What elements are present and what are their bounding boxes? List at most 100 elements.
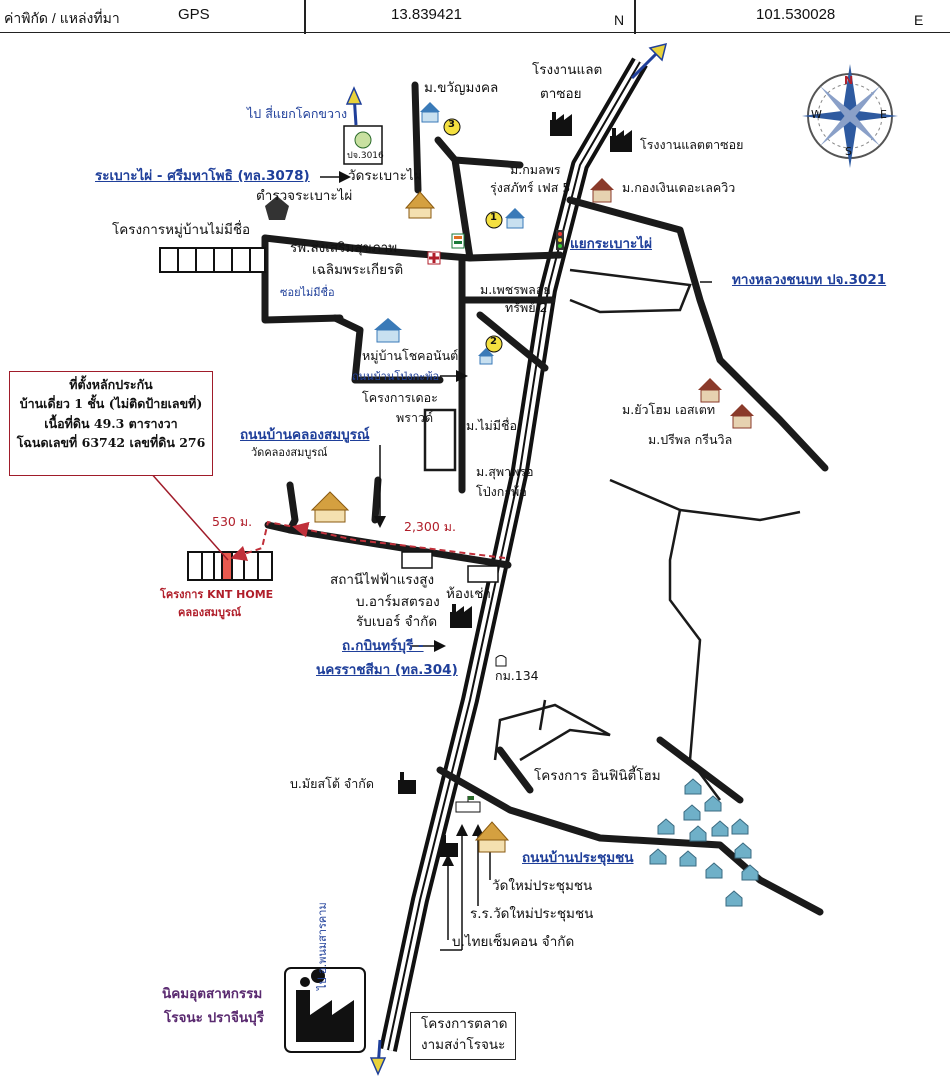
house-icon bbox=[657, 818, 675, 835]
info-title: ที่ตั้งหลักประกัน bbox=[69, 377, 153, 392]
latitude-suffix: N bbox=[614, 12, 625, 28]
label-market-1: โครงการตลาด bbox=[421, 1016, 508, 1032]
route-dashed bbox=[230, 520, 506, 562]
label-rd-pongkapo: ถนนบ้านโป่งกะพ้อ bbox=[352, 370, 440, 383]
highway-north-arrow bbox=[630, 42, 668, 80]
info-line-3: โฉนดเลขที่ 63742 เลขที่ดิน 276 bbox=[16, 435, 206, 451]
label-preepon: ม.ปรีพล กรีนวิล bbox=[648, 432, 733, 447]
label-yuahom: ม.ยัวโฮม เอสเตท bbox=[622, 402, 716, 417]
route-3016-emblem-icon bbox=[354, 131, 372, 149]
factory-icon bbox=[450, 604, 472, 628]
compass-w: W bbox=[811, 108, 822, 121]
hospital-cross-icon bbox=[427, 251, 441, 265]
label-thaicem: บ.ไทยเซ็มคอน จำกัด bbox=[452, 934, 575, 950]
temple-icon bbox=[404, 191, 436, 219]
label-junction: แยกระเบาะไผ่ bbox=[570, 236, 653, 252]
label-rd-prachumchon: ถนนบ้านประชุมชน bbox=[522, 850, 634, 866]
label-mai-mi-chue: ม.ไม่มีชื่อ bbox=[466, 418, 517, 433]
label-rd-klongsomboon: ถนนบ้านคลองสมบูรณ์ bbox=[240, 427, 370, 443]
label-road-3078: ระเบาะไผ่ - ศรีมหาโพธิ (ทล.3078) bbox=[95, 168, 310, 184]
house-icon bbox=[734, 842, 752, 859]
market-box: โครงการตลาด งามสง่าโรจนะ bbox=[410, 1012, 516, 1060]
label-dist-530: 530 ม. bbox=[212, 514, 253, 529]
label-knt-home-1: โครงการ KNT HOME bbox=[160, 588, 274, 601]
label-hospital-1: รพ.ส่งเสริมสุขภาพ bbox=[290, 240, 398, 256]
compass-rose bbox=[802, 64, 898, 168]
factory-icon bbox=[398, 772, 416, 794]
label-hw304-2: นครราชสีมา (ทล.304) bbox=[316, 662, 458, 678]
label-rubber-1: บ.อาร์มสตรอง bbox=[356, 594, 440, 610]
label-kamonporn-2: รุ่งสภัทร์ เฟส 5 bbox=[490, 180, 571, 195]
marker-2: 2 bbox=[490, 336, 497, 347]
label-petchpoi-1: ม.เพชรพลอย bbox=[480, 282, 551, 297]
longitude-suffix: E bbox=[914, 12, 924, 28]
house-icon bbox=[679, 850, 697, 867]
label-substation: สถานีไฟฟ้าแรงสูง bbox=[330, 572, 435, 588]
house-icon bbox=[374, 318, 402, 343]
house-icon bbox=[741, 864, 759, 881]
latitude-value: 13.839421 bbox=[391, 6, 462, 23]
house-icon bbox=[684, 778, 702, 795]
house-icon bbox=[689, 825, 707, 842]
label-route-3016: ปจ.3016 bbox=[347, 151, 384, 161]
label-rental: ห้องเช่า bbox=[446, 586, 491, 602]
label-soi-unnamed: ซอยไม่มีชื่อ bbox=[280, 286, 335, 299]
label-kong-ngern: ม.กองเงินเดอะเลควิว bbox=[622, 180, 736, 195]
label-chokanan: หมู่บ้านโชคอนันต์ bbox=[362, 348, 459, 363]
thin-roads bbox=[423, 268, 801, 801]
info-line-1: บ้านเดี่ยว 1 ชั้น (ไม่ติดป้ายเลขที่) bbox=[19, 396, 203, 412]
label-kamonporn-1: ม.กมลพร bbox=[510, 162, 561, 177]
temple-icon bbox=[310, 491, 350, 523]
label-hospital-2: เฉลิมพระเกียรติ bbox=[312, 262, 404, 278]
label-to-phanom: ไป อ.พนมสารคาม bbox=[316, 902, 329, 990]
label-the-prowd-2: พราวด์ bbox=[396, 410, 434, 425]
label-dist-2300: 2,300 ม. bbox=[404, 519, 456, 534]
label-rural-road-3021: ทางหลวงชนบท ปจ.3021 bbox=[732, 272, 887, 288]
house-icon bbox=[649, 848, 667, 865]
house-icons bbox=[374, 102, 759, 907]
label-factory-top2: ตาซอย bbox=[540, 86, 582, 102]
info-pointer-line bbox=[149, 471, 229, 561]
house-icon bbox=[478, 348, 494, 365]
coordinate-header: ค่าพิกัด / แหล่งที่มา GPS 13.839421 N 10… bbox=[0, 0, 950, 34]
compass-s: S bbox=[845, 145, 852, 158]
temple-icon bbox=[474, 821, 510, 853]
knt-home-parcels bbox=[187, 551, 273, 581]
label-km134: กม.134 bbox=[495, 668, 539, 683]
substation-box bbox=[401, 551, 499, 583]
house-icon bbox=[683, 804, 701, 821]
temple-icons bbox=[310, 191, 510, 853]
parcel-rows bbox=[159, 247, 266, 273]
marker-circles bbox=[443, 118, 503, 353]
label-knt-home-2: คลองสมบูรณ์ bbox=[178, 606, 242, 619]
school-icon bbox=[455, 796, 481, 813]
house-icon bbox=[704, 795, 722, 812]
label-unnamed-project: โครงการหมู่บ้านไม่มีชื่อ bbox=[112, 222, 251, 238]
label-temple-prachum: วัดใหม่ประชุมชน bbox=[492, 878, 593, 894]
house-icon bbox=[590, 178, 614, 203]
house-icon bbox=[711, 820, 729, 837]
longitude-cell: 101.530028 E bbox=[636, 0, 950, 33]
arrow-sikok bbox=[345, 86, 363, 126]
label-kwanmongkol: ม.ขวัญมงคล bbox=[424, 80, 499, 96]
km-marker-icon bbox=[495, 655, 507, 667]
house-icon bbox=[725, 890, 743, 907]
factory-icon bbox=[440, 835, 458, 857]
highway-304 bbox=[379, 57, 648, 1052]
industrial-estate-icon bbox=[284, 967, 366, 1053]
label-supaporn-1: ม.สุพาพรอ bbox=[476, 464, 534, 479]
label-to-sikok: ไป สี่แยกโคกขวาง bbox=[247, 106, 348, 121]
label-temple-klong: วัดคลองสมบูรณ์ bbox=[251, 446, 328, 459]
compass-e: E bbox=[880, 108, 887, 121]
label-petchpoi-2: ทรัพย์ 2 bbox=[505, 300, 548, 315]
factory-icons bbox=[398, 112, 632, 857]
highway-south-arrow bbox=[369, 1039, 387, 1076]
longitude-value: 101.530028 bbox=[756, 6, 836, 23]
factory-icon bbox=[610, 128, 632, 152]
latitude-cell: 13.839421 N bbox=[306, 0, 634, 33]
coord-source: GPS bbox=[178, 6, 210, 23]
factory-icon bbox=[550, 112, 572, 136]
house-icon bbox=[420, 102, 440, 123]
label-rubber-2: รับเบอร์ จำกัด bbox=[356, 614, 438, 630]
